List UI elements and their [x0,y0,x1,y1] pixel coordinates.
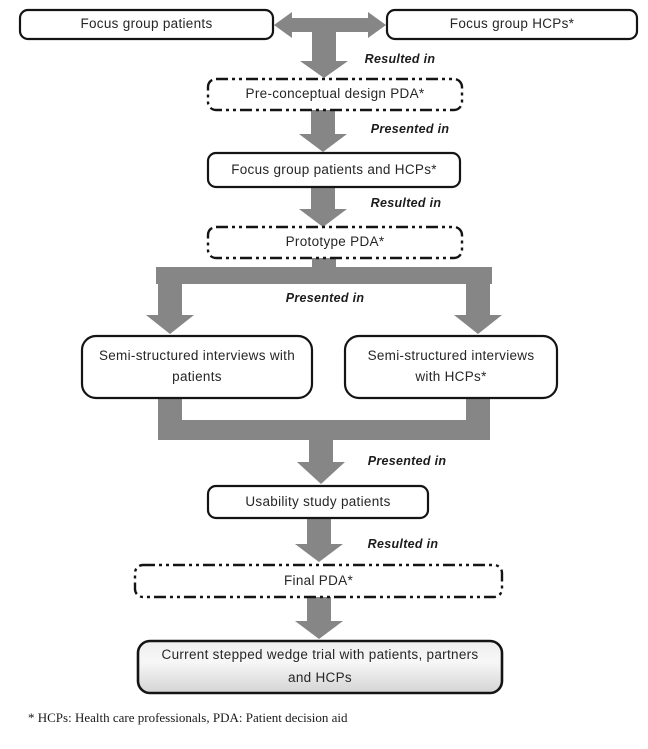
node-outline-usability [206,484,430,520]
arrow-top-bidirectional [274,12,386,78]
node-prototype-pda: Prototype PDA* [285,234,385,250]
node-usability-study: Usability study patients [245,493,391,509]
edge-label-resulted-in-1: Resulted in [364,52,436,66]
node-outline-focus-patients [18,8,275,41]
node-outline-preconceptual [206,77,464,112]
node-preconceptual-pda: Pre-conceptual design PDA* [245,86,425,102]
edge-label-presented-in-2: Presented in [285,291,365,305]
node-interviews-hcps: Semi-structured interviews with HCPs* [367,348,535,384]
node-outline-final-pda [133,563,504,599]
arrow-preconceptual-to-focus-both [299,110,347,152]
node-outline-interviews-hcps [343,334,559,400]
arrow-split-to-interviews [146,257,502,334]
edge-label-presented-in-3: Presented in [367,454,447,468]
arrow-merge-to-usability [158,397,490,484]
node-outline-trial [136,639,504,695]
edge-label-resulted-in-3: Resulted in [367,537,439,551]
arrow-usability-to-final [295,518,343,562]
node-outline-focus-hcps [385,8,639,41]
node-outline-prototype [206,225,464,260]
node-outline-interviews-patients [80,334,314,400]
arrow-focus-both-to-prototype [299,187,347,227]
node-focus-patients-and-hcps: Focus group patients and HCPs* [231,161,437,177]
node-outline-focus-both [206,151,462,189]
node-interviews-patients: Semi-structured interviews with patients [98,348,296,384]
footnote-abbreviations: * HCPs: Health care professionals, PDA: … [28,710,348,725]
arrow-final-to-trial [295,597,343,639]
node-stepped-wedge-trial: Current stepped wedge trial with patient… [161,647,479,685]
node-final-pda: Final PDA* [283,572,354,588]
node-focus-hcps: Focus group HCPs* [449,16,575,32]
edge-label-resulted-in-2: Resulted in [370,196,442,210]
node-focus-patients: Focus group patients [80,16,213,32]
edge-label-presented-in-1: Presented in [370,122,450,136]
